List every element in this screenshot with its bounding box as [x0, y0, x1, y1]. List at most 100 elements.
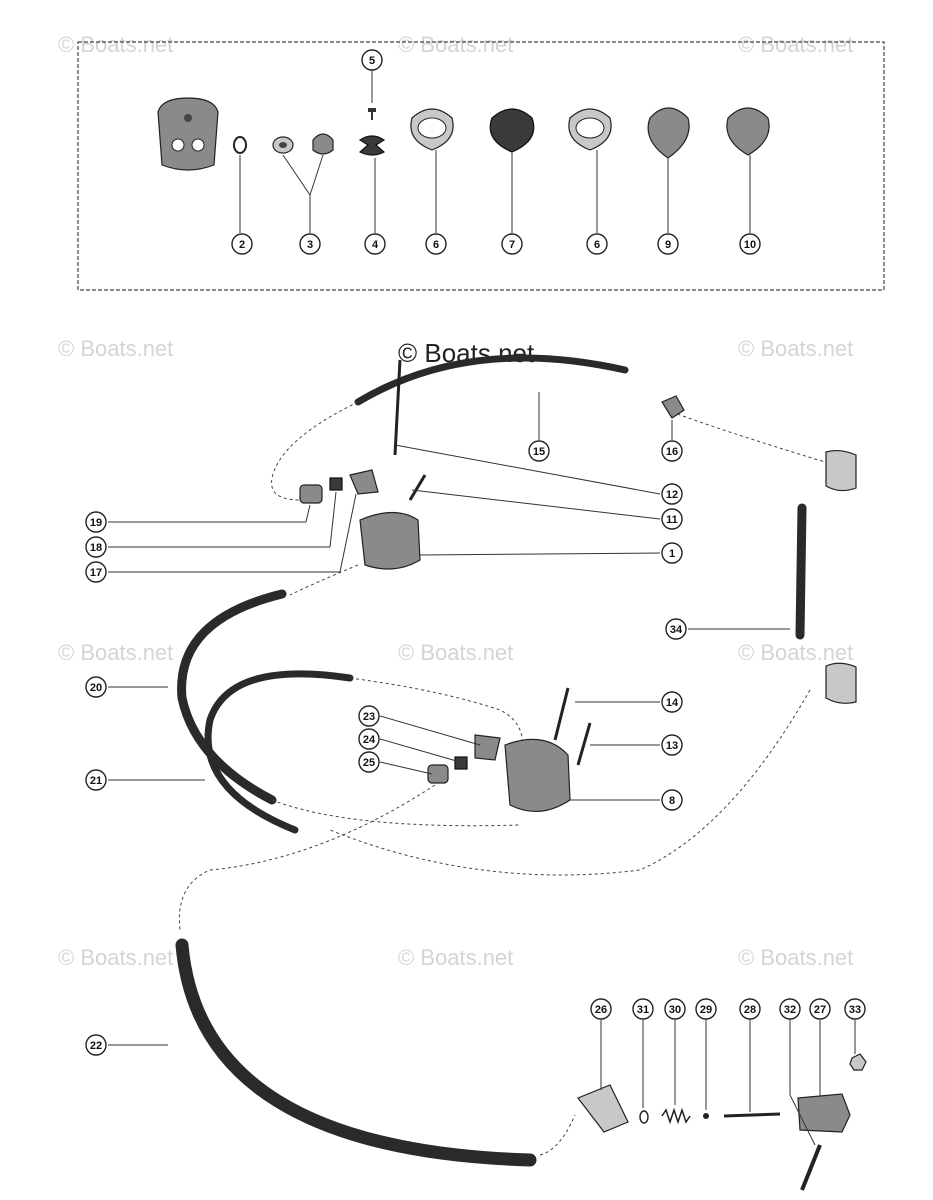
callout-33: 33 [844, 998, 866, 1020]
ball-part [703, 1113, 709, 1119]
callout-15: 15 [528, 440, 550, 462]
valve-part [358, 135, 386, 156]
gasket-part [568, 108, 612, 151]
callout-23: 23 [358, 705, 380, 727]
pump-parts [299, 359, 867, 1191]
svg-text:11: 11 [666, 514, 678, 526]
cover-part [647, 107, 690, 159]
callout-5: 5 [361, 49, 383, 71]
watermark: © Boats.net [58, 945, 173, 970]
svg-text:7: 7 [509, 239, 515, 251]
svg-text:4: 4 [372, 239, 379, 251]
kit-leaders [239, 70, 751, 233]
svg-text:23: 23 [363, 711, 375, 723]
svg-text:29: 29 [700, 1004, 712, 1016]
hose-34 [795, 503, 807, 640]
callout-3: 3 [299, 233, 321, 255]
svg-text:12: 12 [666, 489, 678, 501]
callout-2: 2 [231, 233, 253, 255]
svg-text:33: 33 [849, 1004, 861, 1016]
callouts: 5 2 3 4 6 7 6 9 10 15 16 12 11 1 19 18 1… [85, 49, 866, 1056]
svg-text:5: 5 [369, 55, 375, 67]
elbow-fitting-part [577, 1084, 629, 1133]
callout-34: 34 [665, 618, 687, 640]
watermark: © Boats.net [58, 336, 173, 361]
diaphragm-part [489, 108, 535, 153]
spring-part [661, 1107, 691, 1125]
callout-16: 16 [661, 440, 683, 462]
pump-housing-part [504, 738, 571, 813]
callout-14: 14 [661, 691, 683, 713]
callout-24: 24 [358, 728, 380, 750]
callout-20: 20 [85, 676, 107, 698]
callout-9: 9 [657, 233, 679, 255]
svg-text:31: 31 [637, 1004, 649, 1016]
bolt-part [553, 687, 570, 741]
callout-31: 31 [632, 998, 654, 1020]
callout-26: 26 [590, 998, 612, 1020]
o-ring-part [233, 136, 247, 154]
svg-text:34: 34 [670, 624, 683, 636]
valve-stem-part [723, 1112, 781, 1118]
svg-text:2: 2 [239, 239, 245, 251]
valve-body-part [797, 1093, 851, 1133]
callout-29: 29 [695, 998, 717, 1020]
svg-text:1: 1 [669, 548, 675, 560]
svg-text:15: 15 [533, 446, 545, 458]
svg-text:26: 26 [595, 1004, 607, 1016]
callout-1: 1 [661, 542, 683, 564]
callout-13: 13 [661, 734, 683, 756]
svg-text:22: 22 [90, 1040, 102, 1052]
hoses [175, 354, 807, 1167]
callout-27: 27 [809, 998, 831, 1020]
svg-text:6: 6 [433, 239, 439, 251]
callout-4: 4 [364, 233, 386, 255]
callout-7: 7 [501, 233, 523, 255]
bolt-part [393, 359, 402, 456]
svg-text:3: 3 [307, 239, 313, 251]
watermark: © Boats.net [738, 32, 853, 57]
callout-6: 6 [425, 233, 447, 255]
callout-8: 8 [661, 789, 683, 811]
watermark: © Boats.net [738, 336, 853, 361]
main-leaders [108, 392, 856, 1146]
hose-clamp-part [825, 449, 857, 492]
callout-10: 10 [739, 233, 761, 255]
callout-32: 32 [779, 998, 801, 1020]
svg-text:28: 28 [744, 1004, 756, 1016]
callout-28: 28 [739, 998, 761, 1020]
gasket-part [410, 108, 454, 151]
watermark: © Boats.net [398, 945, 513, 970]
o-ring-part [639, 1110, 649, 1124]
callout-25: 25 [358, 751, 380, 773]
screw-part [368, 108, 376, 120]
svg-text:16: 16 [666, 446, 678, 458]
svg-text:9: 9 [665, 239, 671, 251]
textured-cover-part [726, 107, 770, 156]
hose-22 [175, 938, 537, 1167]
fitting-part [454, 756, 468, 770]
bolt-part [408, 474, 427, 501]
watermark: © Boats.net [398, 640, 513, 665]
callout-18: 18 [85, 536, 107, 558]
watermark: © Boats.net [738, 640, 853, 665]
callout-12: 12 [661, 483, 683, 505]
kit-housing-part [157, 97, 219, 171]
elbow-fitting-part [661, 395, 685, 419]
watermark: © Boats.net [58, 32, 173, 57]
svg-text:13: 13 [666, 740, 678, 752]
hose-21 [204, 670, 354, 834]
bolt-part [800, 1144, 822, 1191]
svg-text:24: 24 [363, 734, 376, 746]
callout-22: 22 [85, 1034, 107, 1056]
svg-text:18: 18 [90, 542, 102, 554]
kit-parts [157, 97, 770, 171]
callout-17: 17 [85, 561, 107, 583]
svg-text:19: 19 [90, 517, 102, 529]
fitting-part [329, 477, 343, 491]
callout-6: 6 [586, 233, 608, 255]
nut-parts [272, 133, 334, 155]
nut-part [849, 1053, 867, 1071]
callout-30: 30 [664, 998, 686, 1020]
